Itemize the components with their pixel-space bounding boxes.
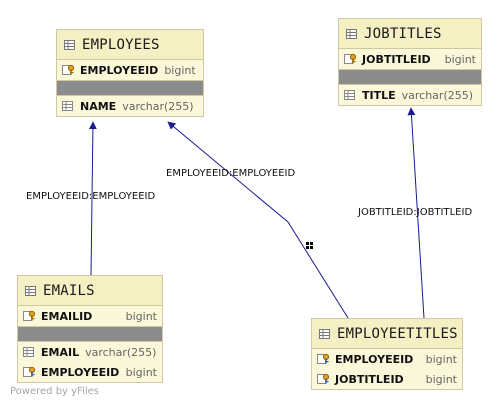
entity-header: EMPLOYEES xyxy=(57,30,203,60)
primary-key-icon xyxy=(62,64,75,75)
column-type: bigint xyxy=(125,365,157,379)
column-type: varchar(255) xyxy=(401,88,474,102)
pk-row[interactable]: EMPLOYEEID bigint xyxy=(57,60,203,80)
section-divider xyxy=(57,80,203,96)
edge-label-emails-employees: EMPLOYEEID:EMPLOYEEID xyxy=(26,191,156,202)
primary-key-icon xyxy=(23,310,36,321)
edge-label-employeetitles-employees: EMPLOYEEID:EMPLOYEEID xyxy=(166,168,296,179)
entity-header: EMAILS xyxy=(18,276,162,306)
table-icon xyxy=(64,39,75,50)
entity-header: JOBTITLES xyxy=(339,19,481,49)
fk-row[interactable]: EMPLOYEEID bigint xyxy=(18,362,162,382)
column-name: NAME xyxy=(80,99,117,113)
column-icon xyxy=(344,90,355,100)
entity-title: EMPLOYEES xyxy=(82,36,160,53)
edge-employeetitles-employees[interactable] xyxy=(167,121,349,319)
column-name: EMAIL xyxy=(41,345,80,359)
column-row[interactable]: TITLE varchar(255) xyxy=(339,85,481,105)
column-type: bigint xyxy=(425,352,457,366)
column-name: TITLE xyxy=(362,88,396,102)
foreign-key-icon xyxy=(23,366,36,377)
table-icon xyxy=(346,28,357,39)
entity-header: EMPLOYEETITLES xyxy=(312,319,462,349)
edge-label-employeetitles-jobtitles: JOBTITLEID:JOBTITLEID xyxy=(358,207,473,218)
column-name: JOBTITLEID xyxy=(362,52,431,66)
primary-key-icon xyxy=(344,53,357,64)
entity-title: EMAILS xyxy=(43,282,95,299)
table-icon xyxy=(25,285,36,296)
entity-title: EMPLOYEETITLES xyxy=(337,325,458,342)
column-type: bigint xyxy=(125,309,157,323)
section-divider xyxy=(339,69,481,85)
edge-emails-employees[interactable] xyxy=(88,121,97,277)
column-type: varchar(255) xyxy=(85,345,157,359)
column-type: bigint xyxy=(164,63,196,77)
pk-row[interactable]: EMPLOYEEID bigint xyxy=(312,349,462,369)
column-name: EMPLOYEEID xyxy=(41,365,120,379)
entity-title: JOBTITLES xyxy=(364,25,442,42)
bend-handle-icon[interactable] xyxy=(306,242,313,249)
column-row[interactable]: NAME varchar(255) xyxy=(57,96,203,116)
primary-key-icon xyxy=(317,373,330,384)
pk-row[interactable]: JOBTITLEID bigint xyxy=(312,369,462,389)
column-type: bigint xyxy=(425,372,457,386)
section-divider xyxy=(18,326,162,342)
column-icon xyxy=(62,101,73,111)
column-name: EMPLOYEEID xyxy=(335,352,414,366)
column-type: bigint xyxy=(444,52,476,66)
column-name: EMPLOYEEID xyxy=(80,63,159,77)
column-row[interactable]: EMAIL varchar(255) xyxy=(18,342,162,362)
edge-employeetitles-jobtitles[interactable] xyxy=(407,107,425,319)
column-type: varchar(255) xyxy=(122,99,194,113)
powered-by-footer: Powered by yFiles xyxy=(10,386,99,397)
pk-row[interactable]: JOBTITLEID bigint xyxy=(339,49,481,69)
entity-employeetitles[interactable]: EMPLOYEETITLES EMPLOYEEID bigint JOBTITL… xyxy=(311,318,463,390)
primary-key-icon xyxy=(317,353,330,364)
entity-employees[interactable]: EMPLOYEES EMPLOYEEID bigint NAME varchar… xyxy=(56,29,204,117)
table-icon xyxy=(319,328,330,339)
entity-jobtitles[interactable]: JOBTITLES JOBTITLEID bigint TITLE varcha… xyxy=(338,18,482,106)
column-icon xyxy=(23,347,34,357)
pk-row[interactable]: EMAILID bigint xyxy=(18,306,162,326)
column-name: EMAILID xyxy=(41,309,93,323)
entity-emails[interactable]: EMAILS EMAILID bigint EMAIL varchar(255)… xyxy=(17,275,163,383)
column-name: JOBTITLEID xyxy=(335,372,404,386)
